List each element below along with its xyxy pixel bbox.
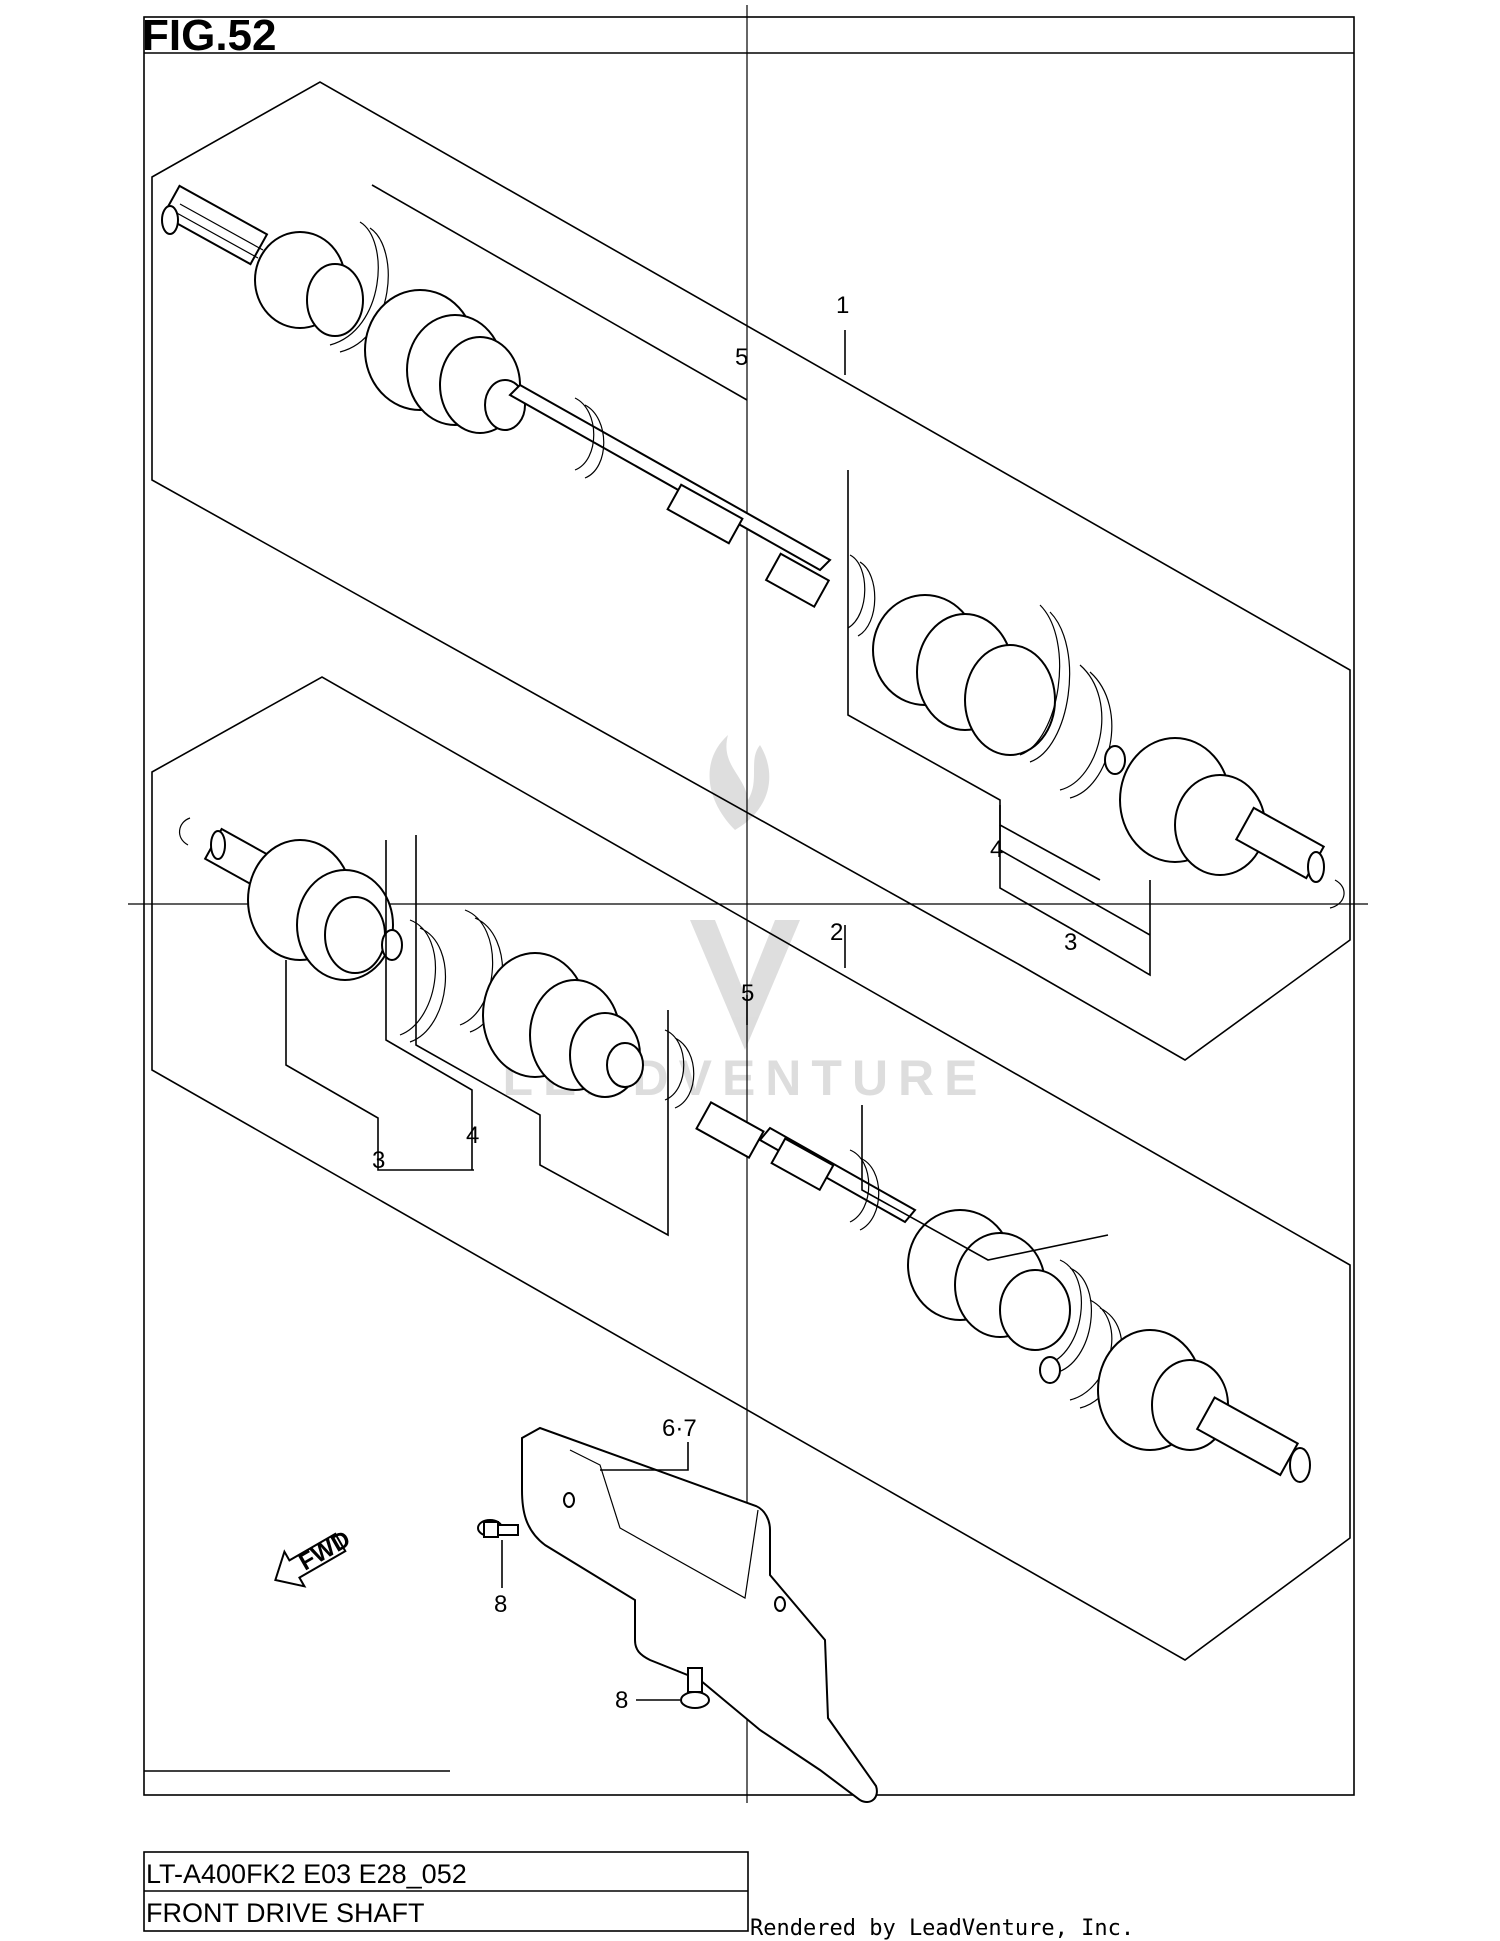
bolt-left-icon [477,1519,519,1538]
bracket-upper-right-4 [847,470,1101,881]
shaft-2-outline [151,676,1351,1661]
guard-hole-1 [563,1492,575,1508]
callout-4-upper: 4 [990,836,1003,863]
render-credit: Rendered by LeadVenture, Inc. [750,1916,1134,1941]
bracket-lower-left-4b [415,835,669,1237]
bracket-5-upper [371,184,748,401]
diagram-name: FRONT DRIVE SHAFT [146,1898,425,1928]
bracket-callout-3 [1069,880,1151,977]
figure-title: FIG.52 [142,11,277,60]
model-code: LT-A400FK2 E03 E28_052 [146,1859,467,1889]
fwd-arrow-icon: FWD [274,1526,355,1588]
guard-plate [521,1426,878,1804]
shaft-1-outline [151,81,1351,1061]
bracket-callout-4 [999,805,1071,929]
bolt-right-icon [680,1667,710,1709]
callout-6-7: 6·7 [662,1415,697,1442]
callout-1: 1 [836,292,849,319]
callout-5-upper: 5 [735,344,748,371]
callout-4-lower: 4 [466,1122,479,1149]
bracket-6-7 [600,1442,689,1471]
callout-5-lower: 5 [741,980,754,1007]
callout-8-right: 8 [615,1687,628,1714]
bracket-lower-left-4 [385,840,473,1170]
bracket-lower-left-3 [285,960,474,1171]
guard-hole-2 [774,1596,786,1612]
callout-2: 2 [830,919,843,946]
bracket-lower-right [861,1105,1109,1261]
shaft-1-assembly [161,184,1345,909]
drawing-frame [143,16,1355,1796]
bracket-upper-right-3 [999,825,1151,936]
callout-3-lower: 3 [372,1147,385,1174]
fwd-label: FWD [294,1526,355,1577]
guard-plate-ridge [569,1449,759,1599]
shaft-2-assembly [179,817,1311,1483]
callout-3-upper: 3 [1064,929,1077,956]
callout-8-left: 8 [494,1591,507,1618]
